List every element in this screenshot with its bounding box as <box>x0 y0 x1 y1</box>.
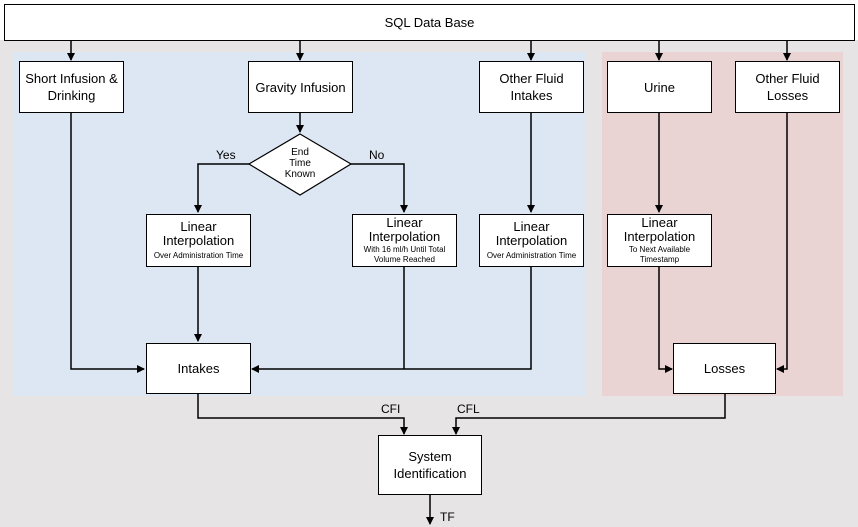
tf-label: TF <box>440 510 455 524</box>
interp-timestamp-title: Linear Interpolation <box>623 215 696 244</box>
interp-admin-left-title: Linear Interpolation <box>162 219 235 248</box>
losses-label: Losses <box>703 361 746 376</box>
yes-label: Yes <box>216 148 236 162</box>
cfl-label: CFL <box>457 402 480 416</box>
end-time-known-label: End Time Known <box>284 147 316 180</box>
interp-admin-left-subtitle: Over Administration Time <box>153 251 244 260</box>
arrow-interp-timestamp-to-losses <box>658 267 673 373</box>
arrow-other-losses-to-losses <box>776 113 788 373</box>
interp-timestamp-box: Linear Interpolation To Next Available T… <box>607 214 712 267</box>
other-fluid-intakes-label: Other Fluid Intakes <box>499 71 564 103</box>
other-fluid-losses-box: Other Fluid Losses <box>735 61 840 113</box>
other-fluid-intakes-box: Other Fluid Intakes <box>479 61 584 113</box>
interp-admin-right-title: Linear Interpolation <box>495 219 568 248</box>
losses-box: Losses <box>673 343 776 394</box>
gravity-infusion-box: Gravity Infusion <box>248 61 353 113</box>
interp-admin-right-box: Linear Interpolation Over Administration… <box>479 214 584 267</box>
sql-database-label: SQL Data Base <box>384 15 475 30</box>
interp-16ml-box: Linear Interpolation With 16 ml/h Until … <box>352 214 457 267</box>
short-infusion-label: Short Infusion & Drinking <box>25 71 118 103</box>
interp-16ml-title: Linear Interpolation <box>368 215 441 244</box>
urine-label: Urine <box>643 79 676 95</box>
short-infusion-box: Short Infusion & Drinking <box>19 61 124 113</box>
urine-box: Urine <box>607 61 712 113</box>
decision-diamond <box>247 133 353 196</box>
sql-database-box: SQL Data Base <box>4 4 855 41</box>
interp-admin-left-box: Linear Interpolation Over Administration… <box>146 214 251 267</box>
interp-16ml-subtitle: With 16 ml/h Until Total Volume Reached <box>363 245 446 264</box>
intakes-box: Intakes <box>146 343 251 394</box>
interp-timestamp-subtitle: To Next Available Timestamp <box>628 245 691 264</box>
other-fluid-losses-label: Other Fluid Losses <box>755 71 820 103</box>
system-identification-box: System Identification <box>378 435 482 495</box>
arrow-yes-branch <box>194 163 251 213</box>
system-identification-label: System Identification <box>393 449 467 481</box>
intakes-label: Intakes <box>177 361 220 376</box>
arrow-short-infusion-to-intakes <box>70 113 145 373</box>
gravity-infusion-label: Gravity Infusion <box>255 79 346 95</box>
cfi-label: CFI <box>381 402 401 416</box>
arrow-losses-to-system-id <box>452 394 726 435</box>
arrow-no-branch <box>349 163 408 213</box>
arrow-interp-right-to-intakes <box>251 267 532 373</box>
arrow-intakes-to-system-id <box>197 394 408 435</box>
interp-admin-right-subtitle: Over Administration Time <box>486 251 577 260</box>
no-label: No <box>369 148 385 162</box>
